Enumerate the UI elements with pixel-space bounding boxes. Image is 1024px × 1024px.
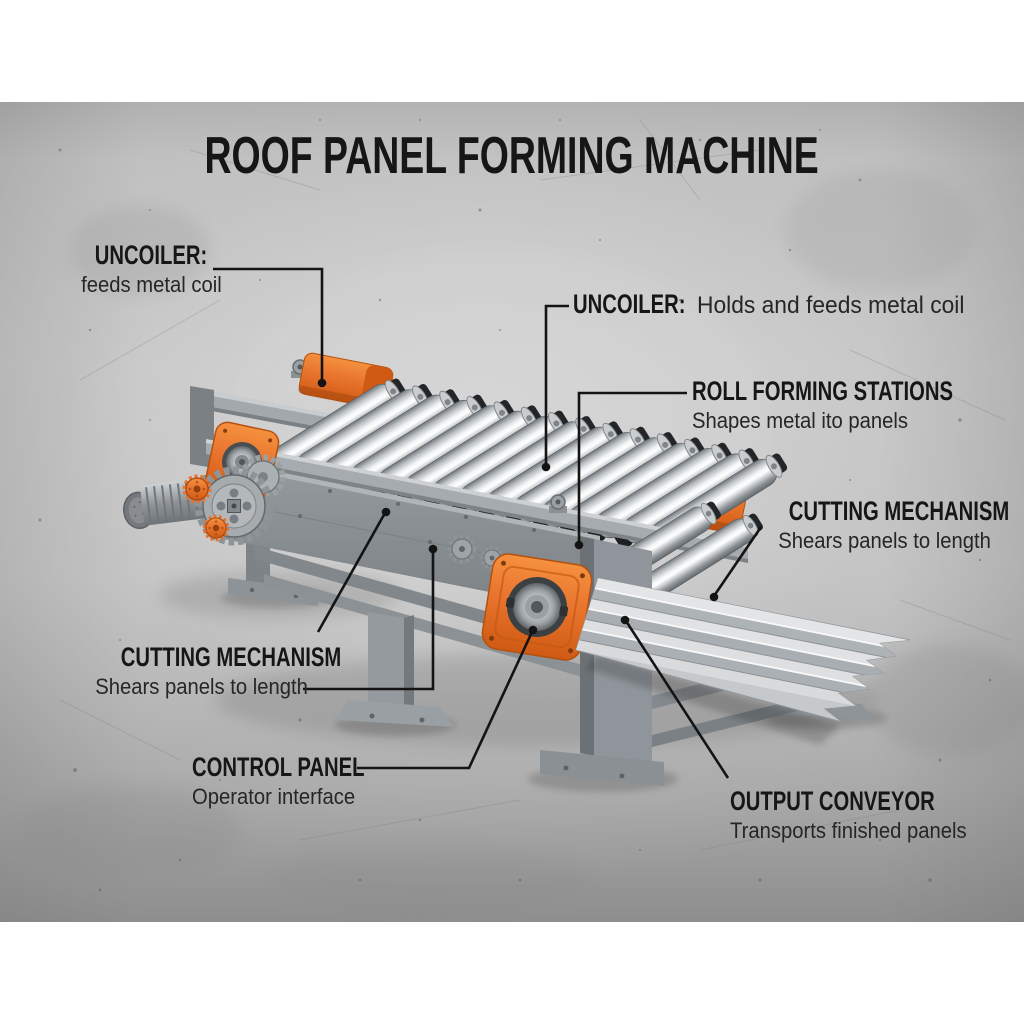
sprocket-icon bbox=[182, 474, 212, 504]
label-uncoiler-right: UNCOILER: Holds and feeds metal coil bbox=[573, 290, 979, 319]
label-heading: CONTROL PANEL bbox=[192, 752, 365, 782]
label-desc: Transports finished panels bbox=[730, 817, 967, 843]
label-heading: ROLL FORMING STATIONS bbox=[692, 376, 953, 406]
label-desc: Operator interface bbox=[192, 783, 356, 809]
output-panel bbox=[575, 577, 911, 745]
foot-middle bbox=[336, 700, 454, 727]
label-control-panel: CONTROL PANEL Operator interface bbox=[192, 752, 422, 809]
label-heading: OUTPUT CONVEYOR bbox=[730, 786, 935, 816]
label-output-conveyor: OUTPUT CONVEYOR Transports finished pane… bbox=[730, 786, 1003, 843]
label-desc: Holds and feeds metal coil bbox=[697, 292, 965, 319]
label-cutting-mechanism-right: CUTTING MECHANISM Shears panels to lengt… bbox=[752, 496, 1018, 553]
label-desc: Shears panels to length bbox=[95, 673, 309, 699]
panel-gear-icon bbox=[447, 534, 477, 564]
callout-control-panel bbox=[357, 625, 538, 770]
label-desc: Shapes metal ito panels bbox=[692, 407, 909, 433]
label-uncoiler-left: UNCOILER: feeds metal coil bbox=[48, 240, 254, 297]
foot-front-right bbox=[540, 750, 664, 786]
label-cutting-mechanism-left: CUTTING MECHANISM Shears panels to lengt… bbox=[84, 643, 342, 699]
foot-back-left bbox=[228, 578, 318, 606]
callout-cutting-right bbox=[709, 526, 763, 602]
panel-gear-icon bbox=[480, 546, 504, 570]
label-heading: UNCOILER: bbox=[94, 240, 208, 270]
callout-cutting-left-elbow bbox=[303, 544, 438, 691]
bearing-housing-bottom bbox=[481, 553, 593, 661]
label-desc: Shears panels to length bbox=[778, 527, 992, 553]
lifting-eye-icon bbox=[549, 494, 567, 513]
label-heading: CUTTING MECHANISM bbox=[788, 496, 1010, 526]
label-heading: CUTTING MECHANISM bbox=[120, 642, 342, 672]
callout-cutting-left-diagonal bbox=[316, 507, 391, 633]
rail-near bbox=[206, 439, 748, 563]
label-heading: UNCOILER: bbox=[573, 289, 686, 319]
page-title: ROOF PANEL FORMING MACHINE bbox=[204, 127, 820, 185]
label-roll-forming-stations: ROLL FORMING STATIONS Shapes metal ito p… bbox=[692, 376, 1024, 433]
leg-middle bbox=[368, 612, 404, 720]
label-desc: feeds metal coil bbox=[80, 271, 222, 297]
callout-roll-forming bbox=[574, 391, 687, 550]
callout-lines bbox=[213, 267, 763, 779]
callout-output-conveyor bbox=[620, 615, 730, 779]
callout-uncoiler-right bbox=[541, 304, 569, 472]
callout-uncoiler-left bbox=[213, 267, 327, 388]
